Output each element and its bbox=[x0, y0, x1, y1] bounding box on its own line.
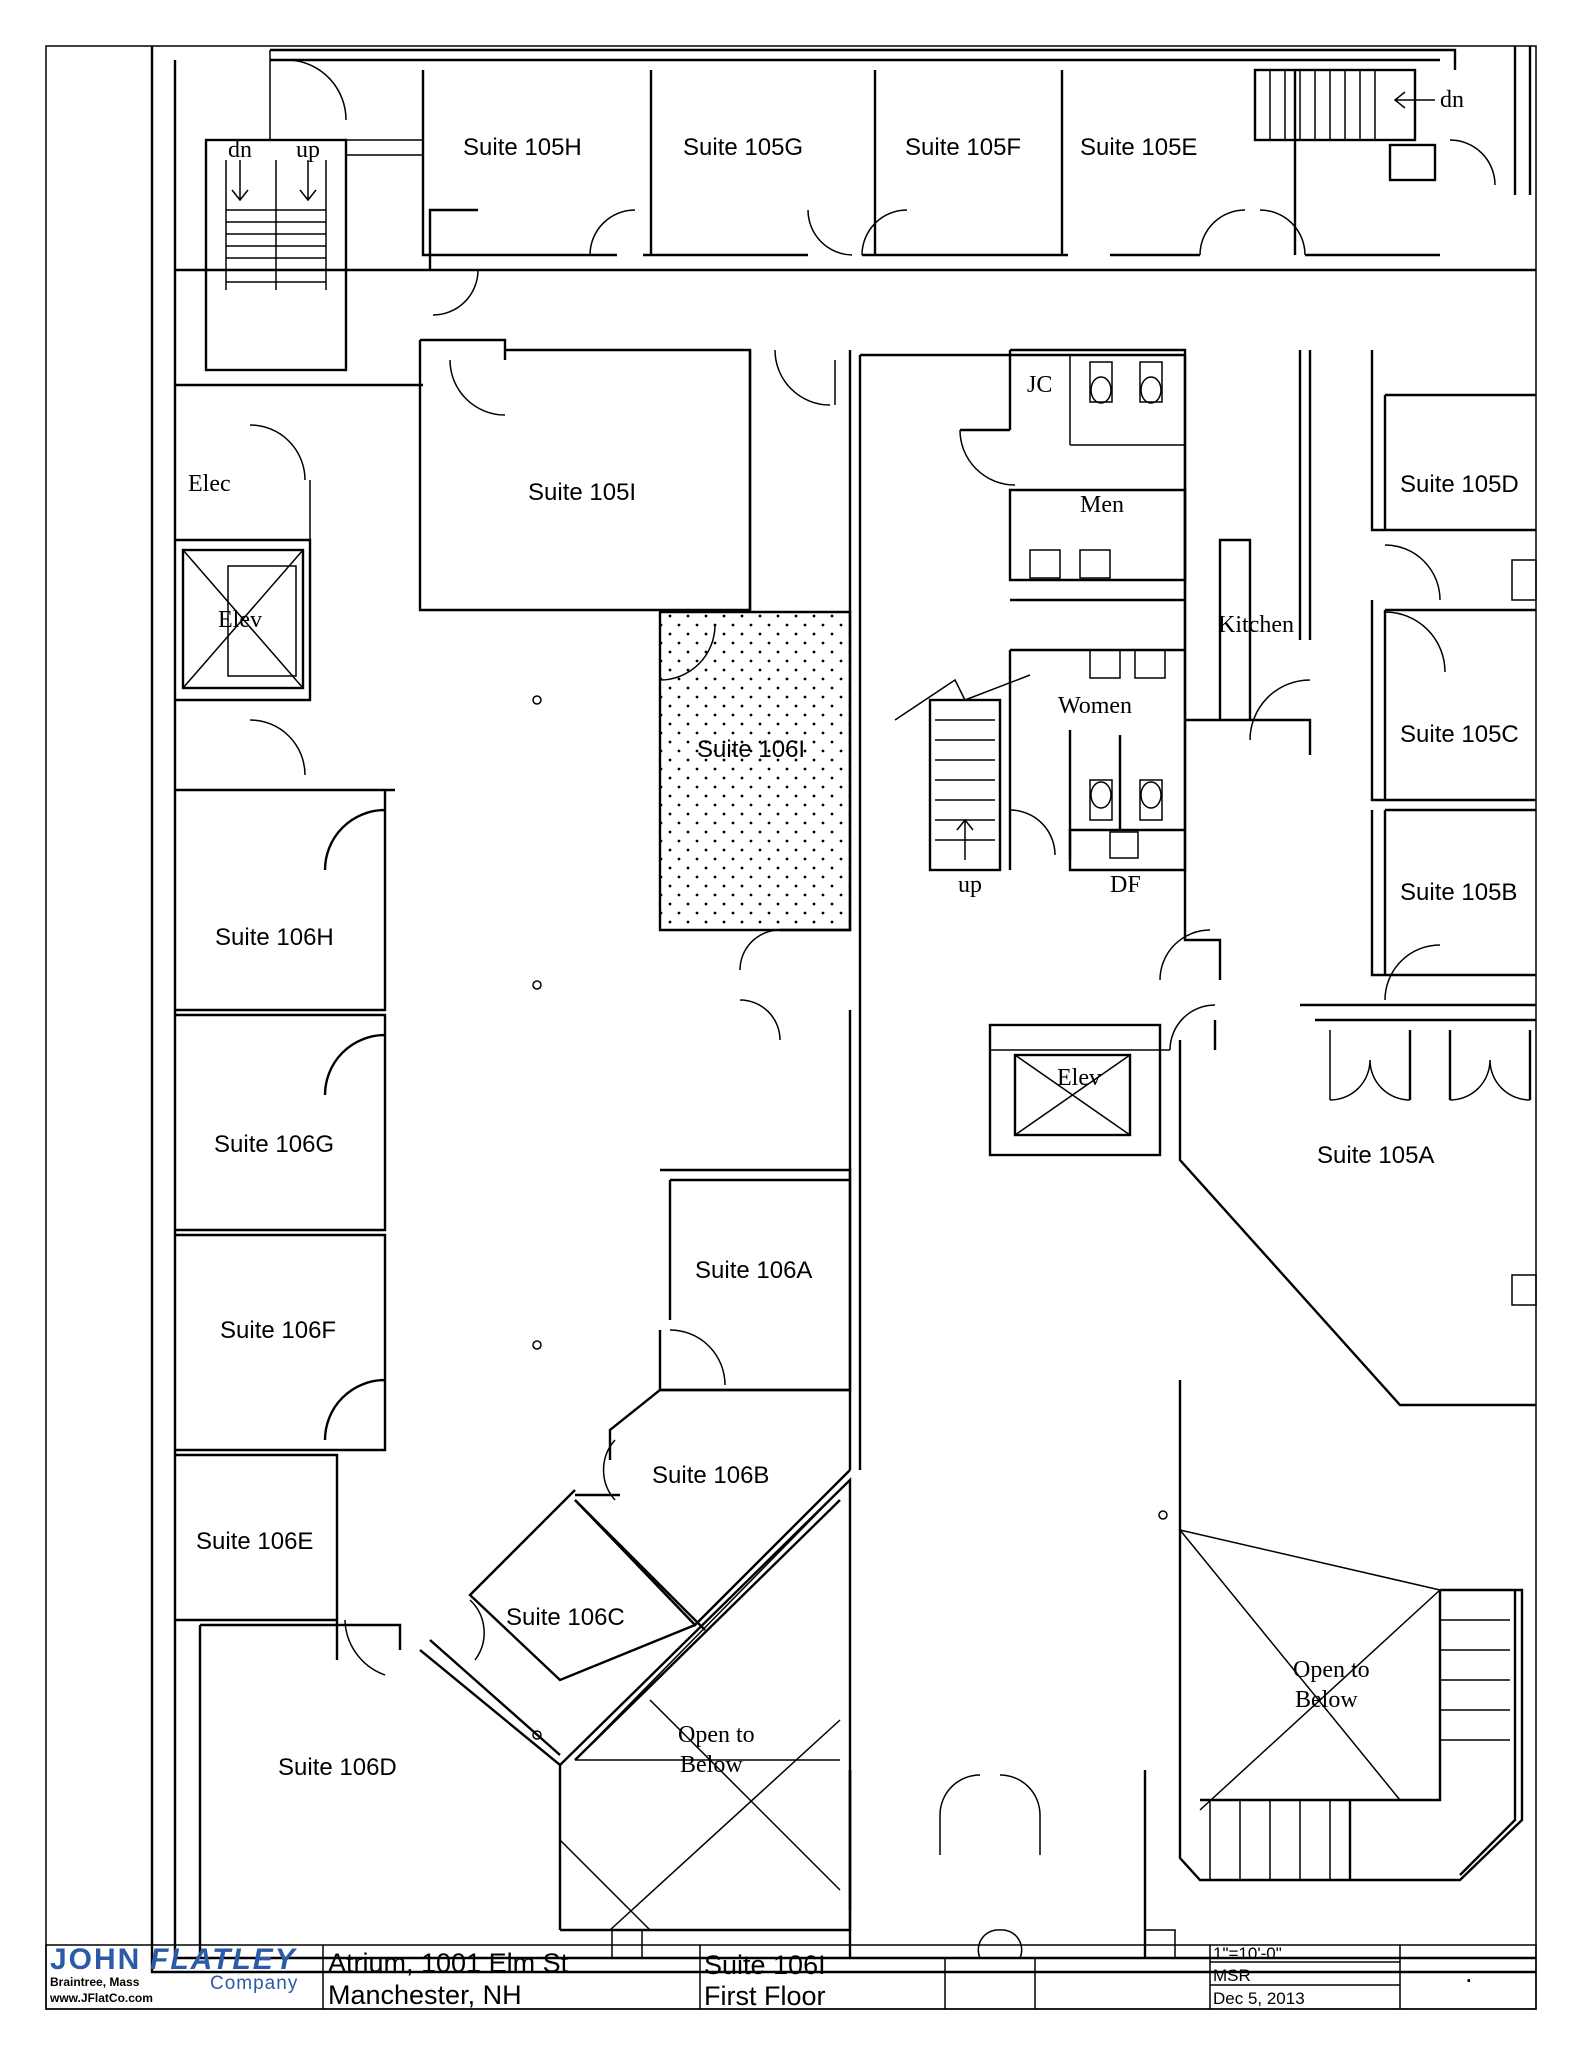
sheet-mark: . bbox=[1465, 1958, 1473, 1988]
suite-105f-label: Suite 105F bbox=[905, 134, 1021, 161]
right-suites bbox=[1300, 350, 1537, 1022]
suite-105a-block bbox=[988, 1004, 1537, 1407]
open-to-below-right-line2: Below bbox=[1295, 1687, 1358, 1713]
suite-106f-label: Suite 106F bbox=[220, 1317, 336, 1344]
title-block: JOHN FLATLEY Company Braintree, Mass www… bbox=[45, 1943, 1537, 2011]
stair-up-left-label: up bbox=[296, 137, 320, 163]
suite-105e-label: Suite 105E bbox=[1080, 134, 1197, 161]
kitchen-label: Kitchen bbox=[1218, 612, 1294, 638]
open-to-below-right-line1: Open to bbox=[1293, 1657, 1370, 1683]
right-stair bbox=[1253, 68, 1496, 186]
drawn-by: MSR bbox=[1213, 1966, 1251, 1985]
elec-and-elevator bbox=[175, 424, 395, 792]
left-stair bbox=[175, 50, 423, 387]
suite-105i-label: Suite 105I bbox=[528, 479, 636, 506]
df-label: DF bbox=[1110, 872, 1141, 898]
men-label: Men bbox=[1080, 492, 1124, 518]
address-line-1: Atrium, 1001 Elm St bbox=[328, 1948, 569, 1978]
elec-label: Elec bbox=[188, 471, 231, 497]
right-atrium bbox=[1178, 1380, 1524, 1882]
suite-105h-label: Suite 105H bbox=[463, 134, 582, 161]
suite-106i-label: Suite 106I bbox=[697, 736, 805, 763]
stair-dn-left-label: dn bbox=[228, 137, 252, 163]
suite-106e-label: Suite 106E bbox=[196, 1528, 313, 1555]
elev-left-label: Elev bbox=[218, 607, 262, 633]
open-to-below-left-line2: Below bbox=[680, 1752, 743, 1778]
logo-company: Company bbox=[210, 1973, 298, 1994]
suite-106h-label: Suite 106H bbox=[215, 924, 334, 951]
suite-106a-label: Suite 106A bbox=[695, 1257, 812, 1284]
stair-dn-right-label: dn bbox=[1440, 87, 1464, 113]
suite-105g-label: Suite 105G bbox=[683, 134, 803, 161]
restroom-core bbox=[959, 348, 1312, 981]
columns bbox=[532, 695, 1168, 1740]
suite-106g-label: Suite 106G bbox=[214, 1131, 334, 1158]
logo-flatley: FLATLEY bbox=[150, 1943, 298, 1976]
open-to-below-left-line1: Open to bbox=[678, 1722, 755, 1748]
suite-line-1: Suite 106I bbox=[704, 1950, 826, 1980]
logo-city: Braintree, Mass bbox=[50, 1975, 140, 1989]
women-label: Women bbox=[1058, 693, 1132, 719]
suite-105i-block bbox=[418, 338, 836, 612]
scale: 1"=10'-0" bbox=[1213, 1944, 1282, 1963]
left-suites bbox=[175, 790, 402, 1958]
jc-label: JC bbox=[1027, 372, 1052, 398]
central-stair bbox=[894, 674, 1031, 872]
building-outline bbox=[150, 46, 1536, 1974]
top-suites bbox=[175, 70, 1536, 316]
entrance bbox=[611, 1770, 1176, 2009]
suite-105b-label: Suite 105B bbox=[1400, 879, 1517, 906]
suite-line-2: First Floor bbox=[704, 1981, 826, 2011]
logo-web: www.JFlatCo.com bbox=[49, 1991, 153, 2005]
stair-up-center-label: up bbox=[958, 872, 982, 898]
suite-106i-block bbox=[658, 350, 1185, 1470]
suite-105a-label: Suite 105A bbox=[1317, 1142, 1434, 1169]
suite-105d-label: Suite 105D bbox=[1400, 471, 1519, 498]
suite-106c-label: Suite 106C bbox=[506, 1604, 625, 1631]
lower-center-suites bbox=[419, 1168, 852, 1932]
suite-106b-label: Suite 106B bbox=[652, 1462, 769, 1489]
address-line-2: Manchester, NH bbox=[328, 1980, 522, 2010]
date: Dec 5, 2013 bbox=[1213, 1989, 1305, 2008]
elev-center-label: Elev bbox=[1057, 1065, 1101, 1091]
sheet-border bbox=[45, 45, 1537, 2010]
suite-105c-label: Suite 105C bbox=[1400, 721, 1519, 748]
suite-106d-label: Suite 106D bbox=[278, 1754, 397, 1781]
logo-john: JOHN bbox=[50, 1943, 141, 1976]
